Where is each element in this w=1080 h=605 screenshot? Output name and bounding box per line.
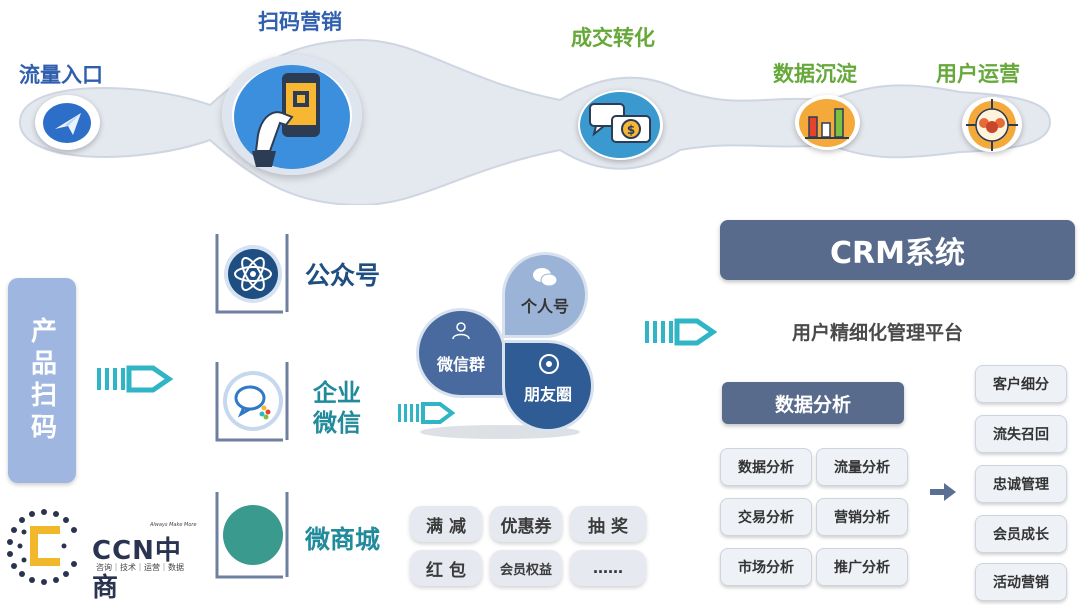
operation-item: 客户细分 <box>975 365 1067 403</box>
stage-5-node <box>962 97 1022 152</box>
promo-item: 抽 奖 <box>570 506 646 542</box>
teal-circle-icon <box>223 505 283 565</box>
product-scan-box: 产品扫码 <box>8 278 76 483</box>
wechat-icon <box>533 268 558 287</box>
stage-3-node: $ <box>578 90 663 160</box>
atom-icon <box>224 245 282 303</box>
ccn-logo: Always Make More CCN中商 咨询｜技术｜运营｜数据 <box>4 506 204 603</box>
channel-official-account-label: 公众号 <box>305 261 381 290</box>
promo-item: 优惠券 <box>490 506 562 542</box>
channel-wecom-label: 企业 微信 <box>313 379 361 437</box>
arrow-right-icon <box>645 318 717 346</box>
paper-plane-icon <box>43 103 91 143</box>
svg-text:$: $ <box>627 123 635 137</box>
bubble-group: 微信群 <box>416 308 506 398</box>
bubble-personal-label: 个人号 <box>520 297 569 316</box>
channel-wecom: 企业 微信 <box>213 360 403 445</box>
product-scan-label: 产品扫码 <box>26 316 57 445</box>
logo-subtitle: 咨询｜技术｜运营｜数据 <box>96 563 184 572</box>
channel-bracket <box>215 362 289 442</box>
bubble-group-label: 微信群 <box>436 355 485 374</box>
analysis-item: 数据分析 <box>720 448 812 486</box>
bubble-moments-label: 朋友圈 <box>523 385 572 404</box>
stage-3-label: 成交转化 <box>571 26 655 50</box>
stage-2-node <box>222 55 362 175</box>
channel-bracket <box>215 492 289 579</box>
stage-1-node <box>35 95 100 150</box>
ccn-logo-mark-icon <box>7 509 77 585</box>
promo-item: …… <box>570 550 646 586</box>
operation-item: 流失召回 <box>975 415 1067 453</box>
flow-band: 流量入口 扫码营销 $ 成交转化 <box>0 0 1080 205</box>
camera-shutter-icon <box>539 354 559 374</box>
channel-official-account: 公众号 <box>213 232 403 317</box>
social-bubbles: 个人号 微信群 朋友圈 <box>410 250 594 450</box>
stage-4-label: 数据沉淀 <box>773 62 857 86</box>
user-target-icon <box>966 99 1018 151</box>
analysis-item: 营销分析 <box>816 498 908 536</box>
channel-micro-mall-label: 微商城 <box>305 525 381 554</box>
channel-bracket <box>215 234 289 314</box>
crm-subtitle: 用户精细化管理平台 <box>792 322 964 344</box>
promo-item: 会员权益 <box>490 550 562 586</box>
stage-2-label: 扫码营销 <box>258 10 342 34</box>
stage-5-label: 用户运营 <box>936 62 1020 86</box>
operation-item: 会员成长 <box>975 515 1067 553</box>
stage-1-label: 流量入口 <box>19 63 103 87</box>
logo-text: CCN中商 <box>92 536 182 603</box>
bubble-personal: 个人号 <box>502 252 588 338</box>
flow-wave-shape <box>18 38 1052 205</box>
operation-item: 忠诚管理 <box>975 465 1067 503</box>
wecom-chat-icon <box>223 371 283 431</box>
group-users-icon <box>452 322 470 340</box>
promo-item: 满 减 <box>410 506 482 542</box>
analysis-title: 数据分析 <box>722 382 904 424</box>
arrow-right-small-icon <box>930 483 956 501</box>
analysis-item: 市场分析 <box>720 548 812 586</box>
analysis-item: 交易分析 <box>720 498 812 536</box>
channel-micro-mall: 微商城 <box>213 490 403 582</box>
bubble-moments: 朋友圈 <box>502 340 594 432</box>
operation-item: 活动营销 <box>975 563 1067 601</box>
promo-item: 红 包 <box>410 550 482 586</box>
crm-title: CRM系统 <box>720 220 1075 280</box>
chat-coin-icon: $ <box>580 92 660 158</box>
stage-4-node <box>795 95 860 150</box>
arrow-right-icon <box>398 402 456 424</box>
analysis-item: 推广分析 <box>816 548 908 586</box>
bar-chart-icon <box>799 99 855 147</box>
phone-qr-scan-icon <box>234 65 350 169</box>
logo-tagline: Always Make More <box>150 522 197 528</box>
arrow-right-icon <box>97 365 173 393</box>
analysis-item: 流量分析 <box>816 448 908 486</box>
